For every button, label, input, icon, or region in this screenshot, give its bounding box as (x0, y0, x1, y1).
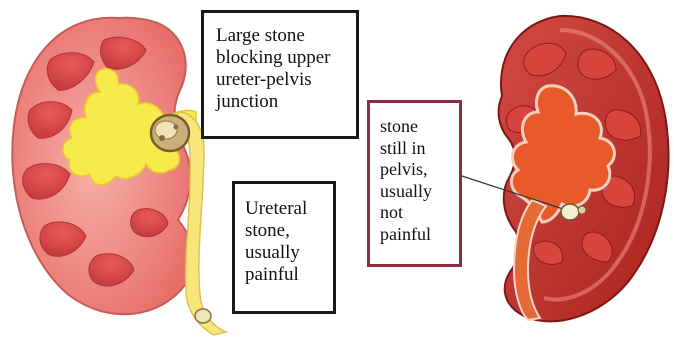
right-kidney (462, 16, 669, 321)
left-kidney (12, 18, 226, 335)
ureteral-label: Ureteral stone, usually painful (245, 198, 327, 286)
pelvis-label-box: stone still in pelvis, usually not painf… (367, 100, 462, 267)
ureteral-stone (195, 309, 211, 323)
upper-junction-label-box: Large stone blocking upper ureter-pelvis… (201, 10, 359, 139)
large-stone (151, 115, 189, 151)
upper-junction-label: Large stone blocking upper ureter-pelvis… (216, 25, 348, 113)
ureteral-label-box: Ureteral stone, usually painful (232, 181, 336, 314)
pelvis-label: stone still in pelvis, usually not painf… (380, 116, 455, 245)
